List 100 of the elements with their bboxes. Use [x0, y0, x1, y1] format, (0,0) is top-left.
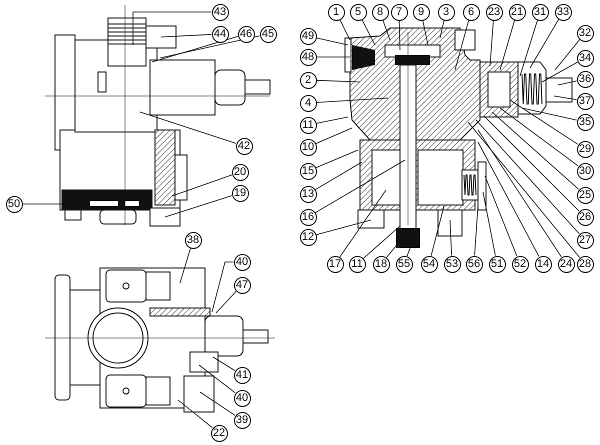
- leader-line: [484, 176, 518, 256]
- callout-number: 15: [300, 162, 316, 180]
- leader-line: [510, 100, 578, 145]
- callout-number: 14: [534, 256, 552, 272]
- leader-line: [314, 160, 406, 214]
- leader-line: [316, 98, 388, 103]
- leader-line: [178, 400, 213, 428]
- leader-line: [316, 80, 360, 82]
- callout-number: 4: [300, 94, 316, 112]
- callout-number: 7: [390, 4, 408, 20]
- leader-line: [430, 206, 444, 256]
- leader-line: [558, 80, 578, 86]
- callout-number: 43: [212, 4, 228, 20]
- leader-line: [200, 392, 236, 416]
- leader-line: [554, 96, 577, 100]
- callout-number: 49: [300, 28, 316, 44]
- leader-line: [315, 150, 358, 168]
- callout-number: 10: [300, 138, 316, 156]
- leader-line: [212, 356, 236, 371]
- callout-number: 32: [576, 24, 594, 42]
- callout-number: 29: [576, 140, 594, 158]
- leader-line: [314, 162, 362, 190]
- callout-number: 45: [260, 26, 276, 42]
- callout-number: 33: [554, 4, 572, 20]
- callout-number: 56: [466, 256, 482, 272]
- leader-line: [132, 12, 212, 46]
- leader-line: [316, 37, 348, 46]
- leader-line: [382, 20, 390, 40]
- callout-number: 6: [462, 4, 480, 20]
- callout-number: 22: [210, 424, 228, 442]
- leader-line: [180, 248, 191, 284]
- callout-number: 11: [348, 256, 366, 272]
- callout-number: 30: [576, 162, 594, 180]
- leader-line: [500, 108, 579, 166]
- callout-number: 12: [300, 228, 316, 246]
- callout-number: 19: [232, 184, 248, 202]
- callout-number: 41: [234, 366, 250, 384]
- leader-line: [474, 204, 478, 256]
- leader-line: [500, 20, 515, 70]
- leader-line: [198, 364, 236, 394]
- leader-line: [216, 290, 237, 314]
- callout-number: 25: [576, 186, 594, 204]
- leader-line: [542, 62, 578, 82]
- callout-number: 17: [326, 256, 344, 272]
- callout-number: 53: [444, 256, 460, 272]
- leader-line: [164, 195, 232, 218]
- leader-line: [478, 142, 540, 257]
- callout-number: 16: [300, 208, 316, 226]
- callout-number: 47: [234, 276, 250, 294]
- callout-number: 50: [6, 196, 22, 212]
- leader-line: [476, 120, 580, 234]
- callout-number: 55: [396, 256, 412, 272]
- callout-number: 42: [236, 138, 252, 154]
- callout-number: 20: [232, 164, 248, 180]
- leader-line: [339, 19, 350, 40]
- leader-line: [398, 20, 400, 50]
- leader-line: [422, 20, 428, 46]
- callout-number: 23: [486, 4, 502, 20]
- leader-line: [440, 20, 444, 38]
- leader-line: [478, 130, 562, 258]
- leader-line: [362, 19, 376, 46]
- callout-number: 35: [576, 114, 594, 130]
- callout-number: 8: [372, 4, 388, 20]
- callout-number: 24: [558, 256, 574, 272]
- leader-line: [140, 112, 236, 144]
- leader-line: [339, 190, 386, 258]
- leader-line: [468, 122, 580, 258]
- leader-line: [315, 128, 352, 144]
- callout-number: 38: [184, 232, 202, 248]
- callout-number: 1: [328, 4, 344, 20]
- leader-line: [484, 116, 580, 212]
- callout-number: 54: [420, 256, 438, 272]
- callout-number: 13: [300, 186, 316, 202]
- callout-number: 21: [508, 4, 526, 20]
- callout-number: 48: [300, 48, 316, 66]
- callout-number: 28: [576, 256, 594, 272]
- callout-number: 31: [532, 4, 548, 20]
- leader-line: [160, 34, 212, 38]
- callout-number: 51: [488, 256, 506, 272]
- leader-line: [522, 108, 578, 121]
- callout-number: 11: [300, 116, 316, 134]
- callout-number: 18: [372, 256, 390, 272]
- leader-line: [212, 262, 234, 312]
- callout-number: 46: [238, 26, 254, 42]
- leader-line: [482, 192, 496, 256]
- callout-number: 26: [576, 208, 594, 226]
- leader-line: [554, 39, 580, 70]
- leader-line: [490, 20, 494, 66]
- callout-number: 40: [234, 390, 250, 406]
- leader-line: [362, 226, 400, 259]
- callout-number: 36: [576, 70, 594, 88]
- callout-number: 40: [234, 254, 250, 270]
- callout-number: 3: [438, 4, 454, 20]
- callout-number: 37: [576, 92, 594, 110]
- leader-line: [316, 220, 372, 236]
- callout-number: 27: [576, 232, 594, 248]
- callout-number: 5: [350, 4, 366, 20]
- callout-number: 34: [576, 50, 594, 66]
- leader-line: [450, 220, 452, 256]
- leader-line: [530, 18, 560, 68]
